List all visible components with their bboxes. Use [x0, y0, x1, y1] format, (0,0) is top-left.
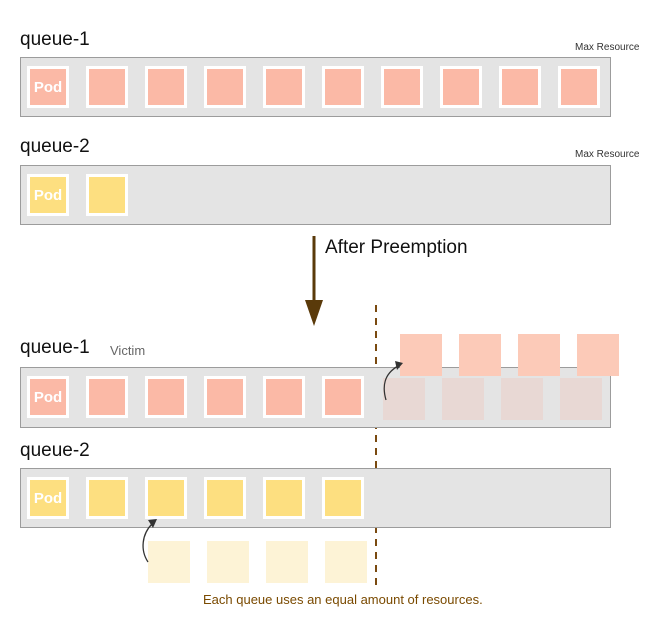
before-queue2-max-resource-label: Max Resource: [575, 149, 640, 160]
pod-label: Pod: [33, 78, 63, 96]
pod-label: Pod: [33, 186, 63, 204]
victim-label: Victim: [110, 343, 146, 358]
evicted-pod: [518, 334, 560, 376]
after-preemption-label: After Preemption: [325, 237, 468, 258]
evicted-pod: [577, 334, 619, 376]
pod: [204, 477, 246, 519]
before-queue1-bar: Pod: [20, 57, 611, 117]
evicted-pod: [459, 334, 501, 376]
down-arrow-icon: [305, 236, 323, 326]
pod-label: Pod: [33, 388, 63, 406]
pod: [145, 376, 187, 418]
pod-label: Pod: [33, 489, 63, 507]
pod: [440, 66, 482, 108]
scheduled-pod-source: [148, 541, 190, 583]
eviction-arrow-icon: [383, 361, 403, 401]
pod: [263, 477, 305, 519]
pod: [322, 376, 364, 418]
after-queue2-bar: Pod: [20, 468, 611, 528]
pod: Pod: [27, 376, 69, 418]
pod: Pod: [27, 174, 69, 216]
pod: [558, 66, 600, 108]
pod: [204, 376, 246, 418]
before-queue2-label: queue-2: [20, 136, 90, 157]
pod: [86, 477, 128, 519]
before-queue2-bar: Pod: [20, 165, 611, 225]
pod: Pod: [27, 477, 69, 519]
before-queue1-max-resource-label: Max Resource: [575, 42, 640, 53]
pod: [381, 66, 423, 108]
preempted-pod-slot: [501, 378, 543, 420]
scheduled-pod-source: [266, 541, 308, 583]
pod: [145, 66, 187, 108]
pod: Pod: [27, 66, 69, 108]
pod: [86, 66, 128, 108]
after-queue1-label: queue-1: [20, 337, 90, 358]
equal-resources-caption: Each queue uses an equal amount of resou…: [203, 592, 483, 607]
scheduling-arrow-icon: [142, 519, 157, 563]
preempted-pod-slot: [383, 378, 425, 420]
pod: [86, 376, 128, 418]
preempted-pod-slot: [442, 378, 484, 420]
pod: [204, 66, 246, 108]
pod: [499, 66, 541, 108]
pod: [145, 477, 187, 519]
equal-share-divider: [375, 305, 377, 587]
after-queue1-bar: Pod: [20, 367, 611, 428]
evicted-pod: [400, 334, 442, 376]
preempted-pod-slot: [560, 378, 602, 420]
pod: [86, 174, 128, 216]
scheduled-pod-source: [325, 541, 367, 583]
pod: [263, 66, 305, 108]
scheduled-pod-source: [207, 541, 249, 583]
pod: [263, 376, 305, 418]
after-queue2-label: queue-2: [20, 440, 90, 461]
pod: [322, 66, 364, 108]
before-queue1-label: queue-1: [20, 29, 90, 50]
pod: [322, 477, 364, 519]
